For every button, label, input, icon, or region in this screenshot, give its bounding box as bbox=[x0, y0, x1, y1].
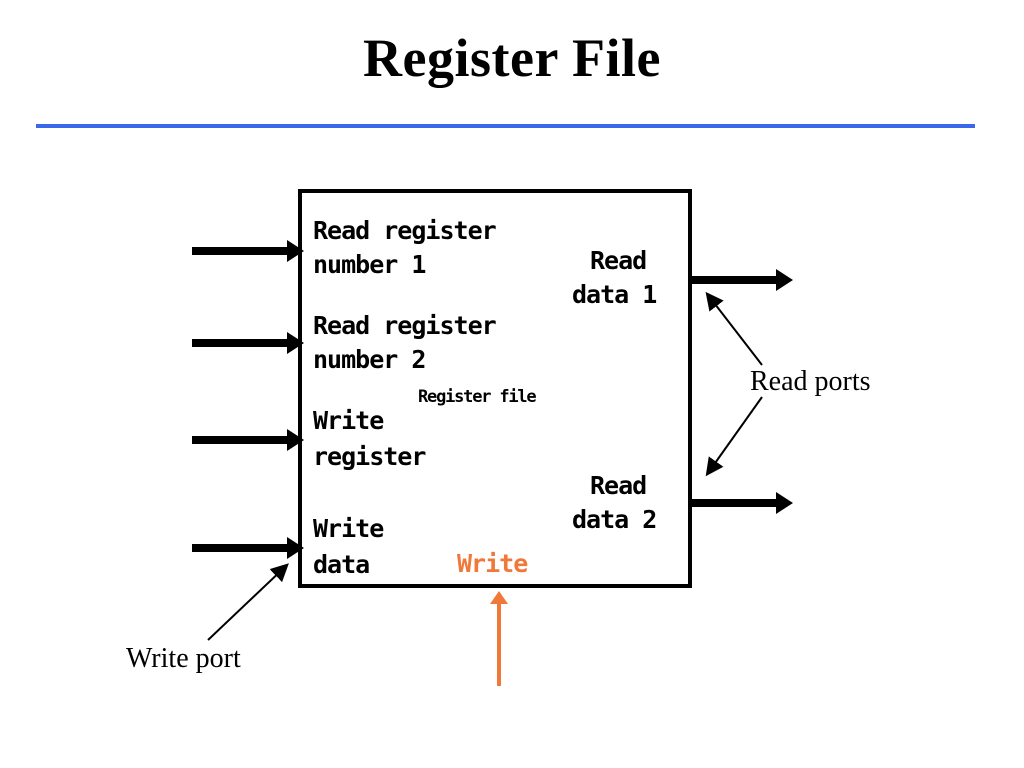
write-port-caption: Write port bbox=[126, 643, 241, 674]
read-ports-arrow bbox=[705, 291, 763, 477]
register-file-inner-label: Register file bbox=[418, 387, 537, 407]
input-wire-read-register-2 bbox=[192, 339, 292, 347]
input-label-write-data-line1: Write bbox=[313, 514, 384, 543]
output-label-read-data-2-line1: Read bbox=[590, 471, 647, 500]
input-label-read-register-1-line2: number 1 bbox=[313, 250, 426, 279]
output-label-read-data-1-line2: data 1 bbox=[572, 280, 657, 309]
input-label-write-data-line2: data bbox=[313, 550, 370, 579]
output-arrowhead-read-data-1 bbox=[776, 269, 793, 291]
input-arrowhead-read-register-2 bbox=[287, 332, 304, 354]
write-control-wire bbox=[497, 604, 501, 686]
input-label-write-register-line1: Write bbox=[313, 406, 384, 435]
output-label-read-data-1-line1: Read bbox=[590, 246, 647, 275]
input-label-read-register-2-line2: number 2 bbox=[313, 345, 426, 374]
title-divider bbox=[36, 124, 975, 128]
input-label-write-register-line2: register bbox=[313, 442, 426, 471]
write-port-arrow bbox=[207, 563, 289, 641]
output-arrowhead-read-data-2 bbox=[776, 492, 793, 514]
input-wire-read-register-1 bbox=[192, 247, 292, 255]
output-wire-read-data-2 bbox=[692, 499, 780, 507]
page-title: Register File bbox=[363, 28, 661, 88]
input-wire-write-data bbox=[192, 544, 292, 552]
input-arrowhead-write-register bbox=[287, 429, 304, 451]
output-wire-read-data-1 bbox=[692, 276, 780, 284]
read-ports-caption: Read ports bbox=[750, 366, 871, 397]
input-label-read-register-1-line1: Read register bbox=[313, 216, 497, 245]
input-arrowhead-read-register-1 bbox=[287, 240, 304, 262]
write-control-arrowhead bbox=[490, 591, 508, 604]
input-arrowhead-write-data bbox=[287, 537, 304, 559]
output-label-read-data-2-line2: data 2 bbox=[572, 505, 657, 534]
register-file-box bbox=[298, 189, 692, 588]
input-label-read-register-2-line1: Read register bbox=[313, 311, 497, 340]
input-wire-write-register bbox=[192, 436, 292, 444]
write-control-label: Write bbox=[457, 549, 528, 578]
